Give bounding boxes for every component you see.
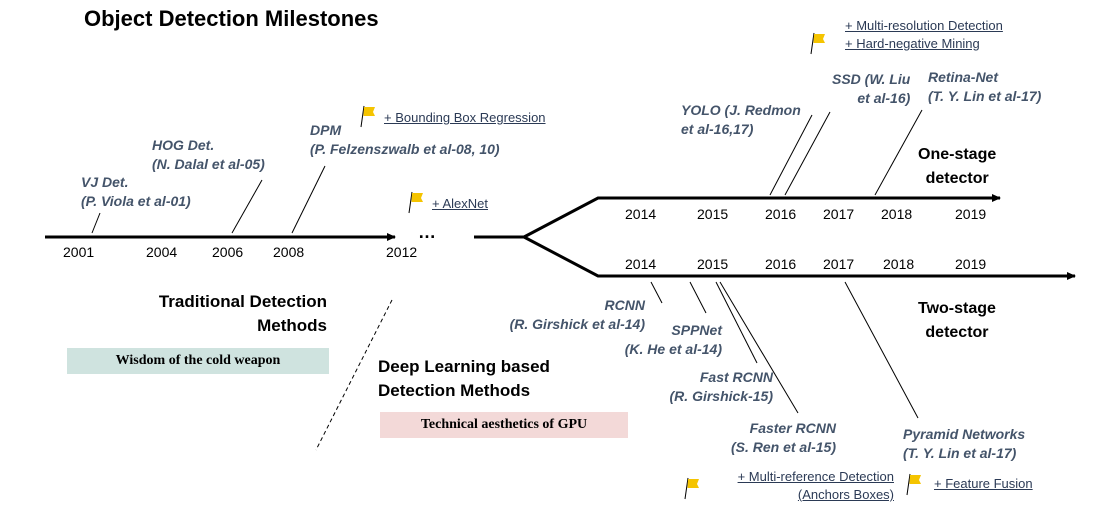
one-stage-fork xyxy=(523,194,1001,239)
detector-name: HOG Det. xyxy=(152,137,215,153)
retina-pointer xyxy=(874,109,923,196)
one-stage-year: 2014 xyxy=(625,206,657,222)
one-stage-year: 2017 xyxy=(823,206,855,222)
two-stage-fork xyxy=(523,235,1076,280)
detector-citation: (P. Viola et al-01) xyxy=(81,193,191,209)
flag-icon xyxy=(906,473,921,496)
flag-icon xyxy=(810,32,825,55)
year-label: 2012 xyxy=(386,244,418,260)
vj-pointer xyxy=(91,212,101,234)
detector-citation: et al-16) xyxy=(857,90,911,106)
detector-spp: SPPNet (K. He et al-14) xyxy=(614,321,722,359)
detector-vj: VJ Det. (P. Viola et al-01) xyxy=(81,173,191,211)
flag-icon xyxy=(684,477,699,500)
detector-dpm: DPM (P. Felzenszwalb et al-08, 10) xyxy=(310,121,500,159)
traditional-heading-line2: Methods xyxy=(257,316,327,335)
fpn-pointer xyxy=(844,281,919,419)
detector-citation: (P. Felzenszwalb et al-08, 10) xyxy=(310,141,500,157)
traditional-methods-heading: Traditional Detection Methods xyxy=(110,290,327,338)
milestone-feature-fusion: + Feature Fusion xyxy=(934,476,1033,491)
two-stage-year: 2016 xyxy=(765,256,797,272)
two-stage-year: 2019 xyxy=(955,256,987,272)
detector-citation: (T. Y. Lin et al-17) xyxy=(928,88,1042,104)
detector-citation: (K. He et al-14) xyxy=(624,341,722,357)
detector-name: VJ Det. xyxy=(81,174,129,190)
two-stage-label: Two-stage detector xyxy=(918,297,996,345)
year-label: 2001 xyxy=(63,244,95,260)
one-stage-year: 2019 xyxy=(955,206,987,222)
ssd-pointer xyxy=(784,111,831,196)
dpm-pointer xyxy=(291,165,326,234)
detector-rcnn: RCNN (R. Girshick et al-14) xyxy=(501,296,645,334)
page-title: Object Detection Milestones xyxy=(84,6,379,31)
detector-name: SSD (W. Liu xyxy=(832,71,911,87)
traditional-heading-line1: Traditional Detection xyxy=(158,292,327,311)
detector-name: DPM xyxy=(310,122,342,138)
milestone-anchors-line2: (Anchors Boxes) xyxy=(797,487,894,502)
one-stage-year: 2018 xyxy=(881,206,913,222)
milestone-multi-resolution: + Multi-resolution Detection xyxy=(845,18,1003,33)
year-label: 2008 xyxy=(273,244,305,260)
one-stage-year: 2016 xyxy=(765,206,797,222)
era-separator xyxy=(315,299,393,451)
detector-fast-rcnn: Fast RCNN (R. Girshick-15) xyxy=(663,368,773,406)
traditional-badge: Wisdom of the cold weapon xyxy=(67,348,329,374)
milestone-bbox-regression: + Bounding Box Regression xyxy=(384,110,546,125)
one-stage-year: 2015 xyxy=(697,206,729,222)
detector-ssd: SSD (W. Liu et al-16) xyxy=(832,70,910,108)
deep-heading-line1: Deep Learning based xyxy=(378,357,550,376)
detector-name: Pyramid Networks xyxy=(903,426,1026,442)
two-stage-year: 2017 xyxy=(823,256,855,272)
fast-pointer xyxy=(715,281,758,364)
two-stage-label-line1: Two-stage xyxy=(918,300,996,317)
detector-name: YOLO (J. Redmon xyxy=(681,102,801,118)
two-stage-year: 2015 xyxy=(697,256,729,272)
milestone-alexnet: + AlexNet xyxy=(432,196,489,211)
detector-name: Retina-Net xyxy=(928,69,999,85)
detector-citation: (R. Girshick et al-14) xyxy=(509,316,645,332)
one-stage-label-line1: One-stage xyxy=(918,146,997,163)
detector-citation: (N. Dalal et al-05) xyxy=(152,156,265,172)
faster-pointer xyxy=(719,281,799,414)
year-label: 2006 xyxy=(212,244,244,260)
deep-heading-line2: Detection Methods xyxy=(378,381,531,400)
detector-hog: HOG Det. (N. Dalal et al-05) xyxy=(152,136,265,174)
hog-pointer xyxy=(231,179,263,234)
detector-faster-rcnn: Faster RCNN (S. Ren et al-15) xyxy=(724,419,836,457)
detector-fpn: Pyramid Networks (T. Y. Lin et al-17) xyxy=(903,425,1025,463)
detector-name: Fast RCNN xyxy=(699,369,773,385)
one-stage-label-line2: detector xyxy=(925,170,989,187)
two-stage-year: 2014 xyxy=(625,256,657,272)
milestone-multi-reference-line1: + Multi-reference Detection xyxy=(737,469,894,484)
rcnn-pointer xyxy=(650,281,663,304)
detector-retina: Retina-Net (T. Y. Lin et al-17) xyxy=(928,68,1041,106)
two-stage-label-line2: detector xyxy=(925,324,989,341)
detector-name: RCNN xyxy=(604,297,645,313)
detector-citation: (R. Girshick-15) xyxy=(669,388,773,404)
flag-icon xyxy=(408,191,423,214)
milestone-hard-negative: + Hard-negative Mining xyxy=(845,36,980,51)
timeline-ellipsis: … xyxy=(418,222,436,242)
detector-citation: (T. Y. Lin et al-17) xyxy=(903,445,1017,461)
one-stage-label: One-stage detector xyxy=(918,143,996,191)
detector-citation: et al-16,17) xyxy=(681,121,754,137)
detector-name: SPPNet xyxy=(671,322,722,338)
detector-name: Faster RCNN xyxy=(749,420,836,436)
yolo-pointer xyxy=(769,114,813,196)
flag-icon xyxy=(360,105,375,128)
two-stage-year: 2018 xyxy=(883,256,915,272)
detector-yolo: YOLO (J. Redmon et al-16,17) xyxy=(681,101,801,139)
milestone-multi-reference: + Multi-reference Detection (Anchors Box… xyxy=(720,468,894,504)
year-label: 2004 xyxy=(146,244,178,260)
spp-pointer xyxy=(689,281,707,314)
detector-citation: (S. Ren et al-15) xyxy=(730,439,836,455)
deep-learning-heading: Deep Learning based Detection Methods xyxy=(378,355,550,403)
deep-badge: Technical aesthetics of GPU xyxy=(380,412,628,438)
